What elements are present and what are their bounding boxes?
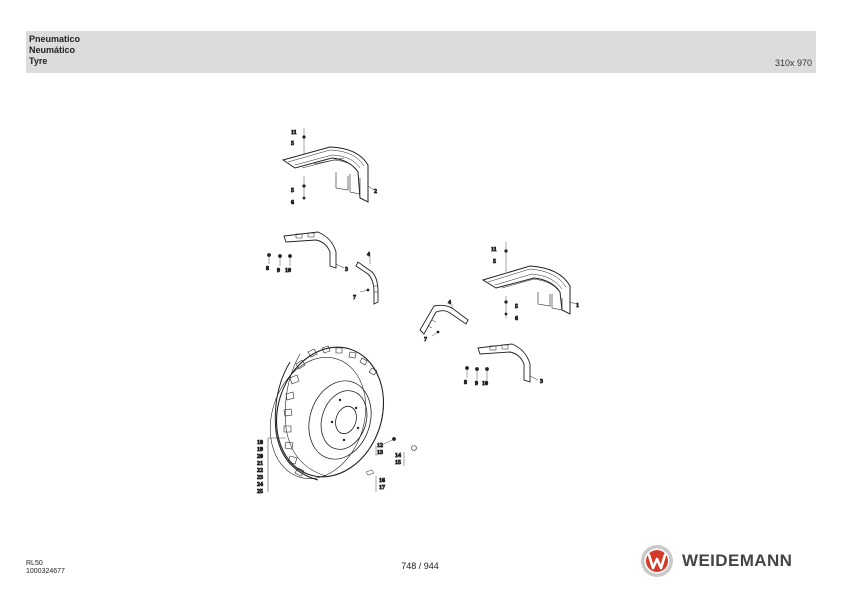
callout-wheel-0: 18 (257, 440, 263, 446)
callout-wheel-6: 24 (257, 482, 263, 488)
callout-wheel-4: 22 (257, 468, 263, 474)
callout-bracket-left-1: 9 (277, 268, 280, 274)
callout-wheel-1: 19 (257, 447, 263, 453)
bracket-left (267, 231, 345, 269)
callout-bracket-right-2: 10 (482, 381, 488, 387)
callout-bolt-0: 12 (377, 443, 383, 449)
page-number: 748 / 944 (401, 561, 439, 571)
callout-bolt-2: 14 (395, 453, 401, 459)
model-name: RL50 (26, 560, 43, 567)
callout-bracket-right-3: 3 (540, 379, 543, 385)
callout-fender-right-3: 6 (515, 316, 518, 322)
callout-bolt-5: 17 (379, 485, 385, 491)
callout-bracket-left-3: 3 (345, 267, 348, 273)
brand-name: WEIDEMANN (682, 551, 793, 570)
callout-wheel-2: 20 (257, 454, 263, 460)
page-header: Pneumatico Neumático Tyre 310x 970 (26, 31, 816, 73)
bracket-right (465, 343, 539, 383)
callout-fender-right-0: 11 (491, 247, 497, 253)
weidemann-logo-icon (641, 545, 673, 577)
callout-fender-right-2: 5 (515, 304, 518, 310)
callout-bracket-right-1: 9 (475, 381, 478, 387)
callout-fender-right-1: 5 (493, 259, 496, 265)
callout-bracket-right-0: 8 (464, 380, 467, 386)
title-spanish: Neumático (29, 45, 76, 55)
callout-handle-right-1: 7 (424, 337, 427, 343)
callout-handle-left-1: 7 (353, 295, 356, 301)
callout-handle-right-0: 4 (448, 300, 451, 306)
document-number: 1000324677 (26, 568, 65, 575)
callout-wheel-3: 21 (257, 461, 263, 467)
fender-right (481, 242, 577, 318)
callout-fender-right-4: 1 (576, 303, 579, 309)
callout-wheel-7: 25 (257, 489, 263, 495)
tyre-size-code: 310x 970 (774, 58, 812, 68)
callout-fender-top-4: 2 (374, 189, 377, 195)
title-english: Tyre (29, 56, 48, 66)
callout-bracket-left-2: 10 (285, 268, 291, 274)
callout-fender-top-2: 5 (291, 188, 294, 194)
callout-bolt-4: 16 (379, 478, 385, 484)
callout-bolt-3: 15 (395, 460, 401, 466)
callout-fender-top-3: 6 (291, 200, 294, 206)
callout-fender-top-1: 5 (291, 141, 294, 147)
callout-bolt-1: 13 (377, 450, 383, 456)
part-titles: Pneumatico Neumático Tyre (29, 34, 80, 67)
fender-upper-left (281, 128, 375, 203)
callout-fender-top-0: 11 (291, 130, 297, 136)
title-italian: Pneumatico (29, 34, 81, 44)
wheel-tyre (267, 345, 417, 492)
callout-bracket-left-0: 8 (266, 266, 269, 272)
handle-left (355, 256, 379, 305)
handle-right (419, 304, 469, 337)
callout-wheel-5: 23 (257, 475, 263, 481)
document-info: RL50 1000324677 (26, 560, 65, 576)
callout-handle-left-0: 4 (367, 252, 370, 258)
